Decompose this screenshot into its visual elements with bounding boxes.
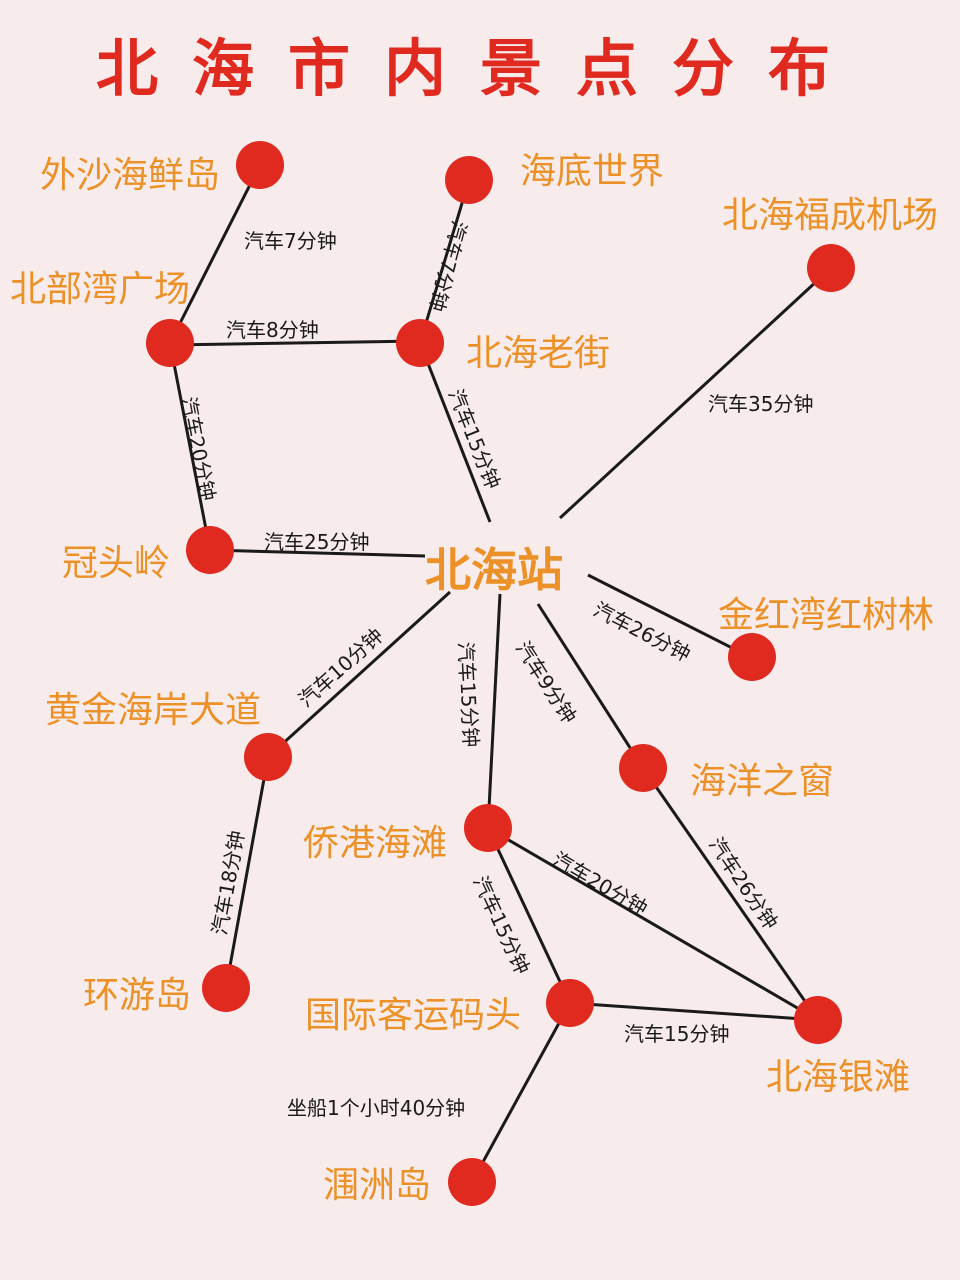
- node-beibuwan: [146, 319, 194, 367]
- line-beibuwan-guantouling: [168, 342, 212, 551]
- node-haidi: [445, 156, 493, 204]
- node-qiaogang: [464, 804, 512, 852]
- route-label-hub-qiaogang: 汽车15分钟: [453, 641, 483, 748]
- route-label-guoji-yintan: 汽车15分钟: [624, 1022, 730, 1046]
- node-waisha: [236, 141, 284, 189]
- line-beibuwan-laojie: [169, 339, 421, 347]
- node-jinhongwan: [728, 633, 776, 681]
- node-guantouling: [186, 526, 234, 574]
- line-waisha-beibuwan: [168, 164, 262, 344]
- line-qiaogang-yintan: [487, 826, 819, 1022]
- label-hub: 北海站: [425, 543, 563, 597]
- line-haiyang-yintan: [641, 767, 820, 1021]
- line-guoji-yintan: [569, 1001, 819, 1022]
- route-label-guantouling-hub: 汽车25分钟: [264, 530, 370, 554]
- route-label-airport-hub: 汽车35分钟: [708, 392, 814, 416]
- label-guantouling: 冠头岭: [62, 543, 171, 584]
- line-hub-huangjin: [266, 590, 452, 759]
- line-guoji-weizhou: [470, 1002, 572, 1183]
- label-jinhongwan: 金红湾红树林: [718, 595, 935, 636]
- route-label-beibuwan-laojie: 汽车8分钟: [226, 318, 319, 342]
- label-weizhou: 涠洲岛: [323, 1165, 432, 1206]
- node-yintan: [794, 996, 842, 1044]
- node-haiyang: [619, 744, 667, 792]
- node-weizhou: [448, 1158, 496, 1206]
- line-hub-haiyang: [536, 603, 645, 769]
- line-qiaogang-guoji: [486, 827, 572, 1004]
- label-guoji: 国际客运码头: [305, 995, 522, 1036]
- route-lines: [168, 164, 833, 1183]
- line-laojie-hub: [418, 342, 492, 523]
- label-huanyou: 环游岛: [83, 975, 192, 1016]
- line-guantouling-hub: [209, 548, 426, 558]
- page-title: 北海市内景点分布: [95, 32, 864, 105]
- label-qiaogang: 侨港海滩: [303, 823, 448, 864]
- label-yintan: 北海银滩: [766, 1057, 911, 1098]
- label-huangjin: 黄金海岸大道: [45, 690, 262, 731]
- line-hub-jinhongwan: [587, 573, 751, 659]
- line-huangjin-huanyou: [224, 756, 270, 989]
- label-laojie: 北海老街: [466, 333, 611, 374]
- node-laojie: [396, 319, 444, 367]
- line-hub-qiaogang: [486, 593, 502, 829]
- node-guoji: [546, 979, 594, 1027]
- label-beibuwan: 北部湾广场: [10, 269, 191, 310]
- node-airport: [807, 244, 855, 292]
- label-airport: 北海福成机场: [722, 195, 939, 236]
- line-airport-hub: [558, 266, 833, 520]
- label-waisha: 外沙海鲜岛: [40, 155, 221, 196]
- route-label-guoji-weizhou: 坐船1个小时40分钟: [287, 1096, 466, 1120]
- node-huanyou: [202, 964, 250, 1012]
- route-label-waisha-beibuwan: 汽车7分钟: [244, 229, 337, 253]
- node-huangjin: [244, 733, 292, 781]
- label-haidi: 海底世界: [520, 151, 665, 192]
- label-haiyang: 海洋之窗: [690, 761, 835, 802]
- line-haidi-laojie: [418, 179, 471, 344]
- place-nodes: [146, 141, 855, 1206]
